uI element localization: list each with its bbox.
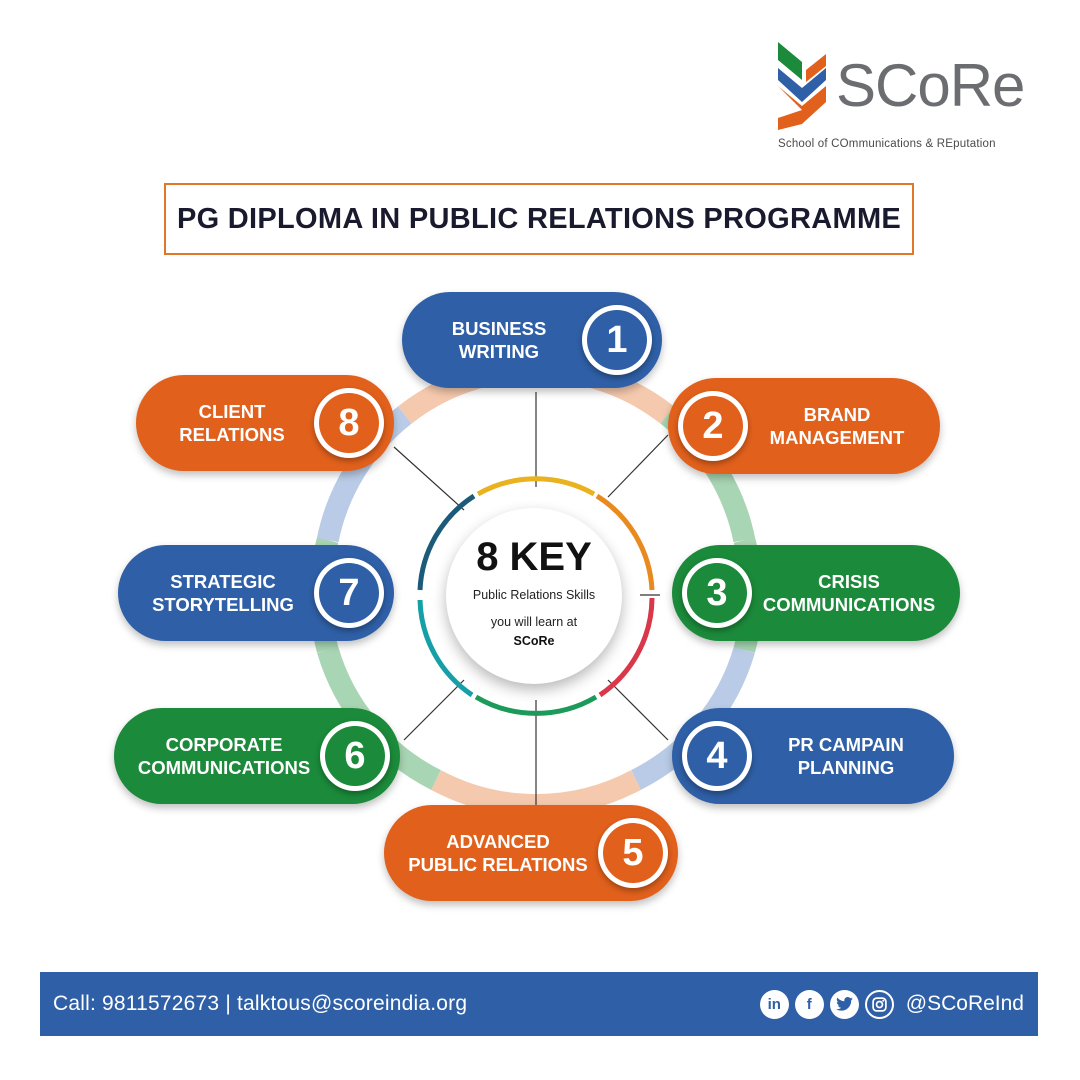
skill-number-badge-7: 7 bbox=[314, 558, 384, 628]
instagram-icon[interactable] bbox=[864, 989, 894, 1019]
center-line-2: you will learn at bbox=[490, 614, 578, 629]
logo-tagline: School of COmmunications & REputation bbox=[778, 138, 996, 150]
footer-bar: Call: 9811572673 | talktous@scoreindia.o… bbox=[40, 972, 1038, 1036]
connector-6 bbox=[403, 679, 465, 741]
footer-contact[interactable]: Call: 9811572673 | talktous@scoreindia.o… bbox=[53, 992, 468, 1015]
skill-label-8: CLIENT RELATIONS bbox=[179, 401, 285, 445]
skill-label-6: CORPORATE COMMUNICATIONS bbox=[137, 734, 311, 778]
connector-4 bbox=[607, 679, 669, 741]
skill-number-badge-1: 1 bbox=[582, 305, 652, 375]
logo-wordmark: SCoRe bbox=[836, 52, 1025, 119]
score-logo: SCoRe School of COmmunications & REputat… bbox=[776, 40, 1046, 160]
social-handle[interactable]: @SCoReInd bbox=[905, 992, 1024, 1015]
skill-number-badge-2: 2 bbox=[678, 391, 748, 461]
skill-pill-5: ADVANCED PUBLIC RELATIONS 5 bbox=[384, 805, 678, 901]
linkedin-icon[interactable]: in bbox=[759, 989, 789, 1019]
skill-label-7: STRATEGIC STORYTELLING bbox=[152, 571, 294, 615]
skill-number-badge-5: 5 bbox=[598, 818, 668, 888]
skill-pill-3: CRISIS COMMUNICATIONS 3 bbox=[672, 545, 960, 641]
connector-8 bbox=[393, 446, 465, 511]
skill-pill-8: CLIENT RELATIONS 8 bbox=[136, 375, 394, 471]
skill-pill-2: BRAND MANAGEMENT 2 bbox=[668, 378, 940, 474]
page-title: PG DIPLOMA IN PUBLIC RELATIONS PROGRAMME bbox=[176, 202, 902, 235]
title-box: PG DIPLOMA IN PUBLIC RELATIONS PROGRAMME bbox=[164, 183, 914, 255]
score-logo-mark bbox=[778, 42, 826, 130]
skill-number-badge-3: 3 bbox=[682, 558, 752, 628]
center-headline: 8 KEY bbox=[476, 534, 592, 579]
center-brand: SCoRe bbox=[513, 633, 555, 648]
center-circle: 8 KEY Public Relations Skills you will l… bbox=[446, 508, 622, 684]
skill-label-1: BUSINESS WRITING bbox=[451, 318, 547, 362]
skill-label-2: BRAND MANAGEMENT bbox=[769, 404, 905, 448]
skill-pill-7: STRATEGIC STORYTELLING 7 bbox=[118, 545, 394, 641]
skill-pill-6: CORPORATE COMMUNICATIONS 6 bbox=[114, 708, 400, 804]
skill-number-badge-8: 8 bbox=[314, 388, 384, 458]
facebook-icon[interactable]: f bbox=[794, 989, 824, 1019]
skill-number-badge-4: 4 bbox=[682, 721, 752, 791]
center-line-1: Public Relations Skills bbox=[472, 587, 596, 602]
skill-label-4: PR CAMPAIN PLANNING bbox=[788, 734, 904, 778]
skill-pill-4: PR CAMPAIN PLANNING 4 bbox=[672, 708, 954, 804]
skill-pill-1: BUSINESS WRITING 1 bbox=[402, 292, 662, 388]
skill-number-badge-6: 6 bbox=[320, 721, 390, 791]
skill-label-3: CRISIS COMMUNICATIONS bbox=[762, 571, 936, 615]
connector-2 bbox=[607, 434, 669, 498]
skill-label-5: ADVANCED PUBLIC RELATIONS bbox=[408, 831, 588, 875]
twitter-icon[interactable] bbox=[829, 989, 859, 1019]
social-links: in f @SCoReInd bbox=[759, 989, 1024, 1019]
